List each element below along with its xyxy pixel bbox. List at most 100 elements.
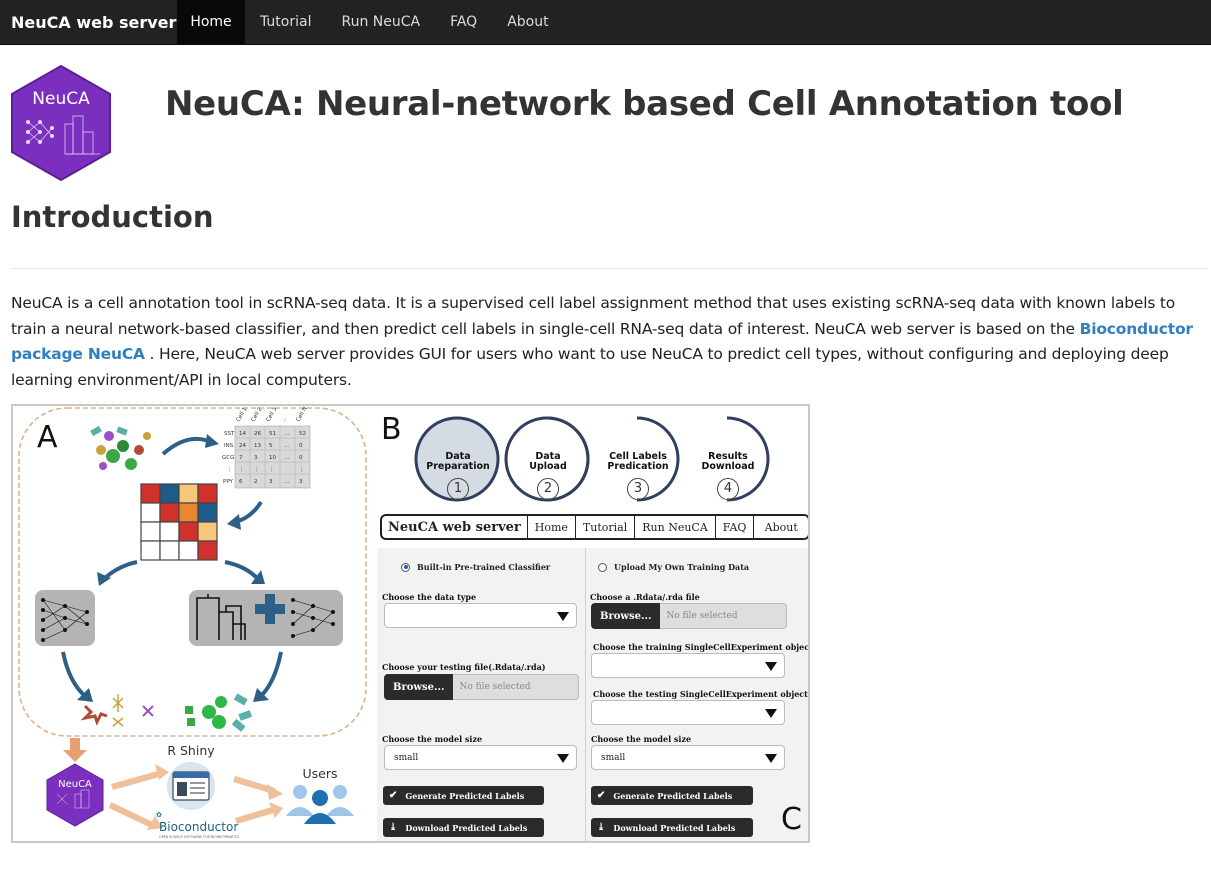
matrix-cell: ...	[284, 455, 289, 461]
model-size-select-right: small	[591, 745, 785, 770]
nav-about[interactable]: About	[507, 14, 549, 30]
neuca-logo: NeuCA	[11, 64, 111, 182]
testing-object-label: Choose the testing SingleCellExperiment …	[593, 689, 808, 699]
matrix-row-0: SST	[224, 431, 235, 437]
download-labels-button-right: ⤓Download Predicted Labels	[591, 818, 753, 837]
mini-nav-home: Home	[528, 516, 576, 538]
page-header: NeuCA NeuCA: Neural-network based Cell A…	[0, 45, 1211, 185]
matrix-col-0: Cell 1	[236, 407, 249, 423]
matrix-cell: 52	[299, 431, 306, 437]
matrix-cell: ⋮	[269, 467, 275, 473]
matrix-cell: 13	[254, 443, 261, 449]
download-labels-button: ⤓Download Predicted Labels	[383, 818, 544, 837]
cell-cluster-icon	[90, 425, 151, 470]
page-title: NeuCA: Neural-network based Cell Annotat…	[165, 84, 1124, 124]
model-size-select: small	[384, 745, 577, 770]
logo-small-text: NeuCA	[58, 779, 92, 790]
own-training-option: Upload My Own Training Data	[598, 562, 749, 572]
own-training-radio	[598, 562, 607, 572]
predicted-cells-icon	[80, 693, 253, 732]
introduction-heading: Introduction	[11, 200, 214, 234]
matrix-cell: 10	[269, 455, 276, 461]
testing-file-input: Browse... No file selected	[384, 674, 579, 700]
bioconductor-icon: ✿	[156, 811, 162, 819]
no-file-text: No file selected	[453, 674, 579, 700]
rshiny-label: R Shiny	[167, 743, 215, 758]
step-4-number: 4	[717, 478, 739, 500]
matrix-col-3: ...	[281, 415, 289, 423]
matrix-cell: 0	[299, 455, 303, 461]
matrix-row-3: ⋮	[227, 467, 233, 473]
panel-c-letter: C	[781, 802, 802, 837]
matrix-row-2: GCG	[222, 455, 234, 461]
matrix-cell: ⋮	[299, 467, 305, 473]
chevron-down-icon	[765, 662, 777, 671]
matrix-row-4: PPY	[223, 479, 234, 485]
matrix-row-1: INS	[224, 443, 234, 449]
generate-labels-button: ✔Generate Predicted Labels	[383, 786, 544, 805]
matrix-cell: 14	[239, 431, 246, 437]
logo-text: NeuCA	[32, 89, 90, 109]
matrix-col-1: Cell 2	[251, 407, 264, 423]
intro-paragraph: NeuCA is a cell annotation tool in scRNA…	[11, 291, 1206, 393]
label-grid	[140, 483, 218, 561]
matrix-cell: ...	[284, 443, 289, 449]
hierarchical-neural-network-icon	[189, 590, 343, 646]
nav-faq[interactable]: FAQ	[450, 14, 478, 30]
data-type-select	[384, 603, 577, 628]
browse-button: Browse...	[591, 603, 661, 629]
overview-figure: SST INS GCG ⋮ PPY Cell 1 Cell 2 Cell 3 .…	[11, 404, 810, 843]
neuca-logo-small: NeuCA	[46, 763, 104, 827]
users-icon	[286, 785, 354, 824]
generate-labels-button-right: ✔Generate Predicted Labels	[591, 786, 753, 805]
checkmark-icon: ✔	[597, 790, 606, 801]
intro-text-after: . Here, NeuCA web server provides GUI fo…	[11, 345, 1169, 389]
matrix-cell: 5	[269, 443, 273, 449]
matrix-cell: ...	[284, 431, 289, 437]
step-2-number: 2	[537, 478, 559, 500]
builtin-classifier-option: Built-in Pre-trained Classifier	[401, 562, 550, 572]
step-4-shape	[726, 416, 770, 502]
chevron-down-icon	[765, 709, 777, 718]
users-label: Users	[302, 766, 337, 781]
expression-matrix: SST INS GCG ⋮ PPY Cell 1 Cell 2 Cell 3 .…	[222, 406, 311, 489]
testing-file-label: Choose your testing file(.Rdata/.rda)	[382, 662, 546, 672]
data-type-label: Choose the data type	[382, 592, 477, 602]
matrix-cell: ⋮	[239, 467, 245, 473]
matrix-cell: ...	[284, 479, 289, 485]
steps-diagram	[414, 416, 770, 502]
nav-run-neuca[interactable]: Run NeuCA	[341, 14, 421, 30]
step-1-shape	[414, 416, 500, 502]
mini-nav-about: About	[764, 520, 798, 534]
matrix-cell: 7	[239, 455, 243, 461]
matrix-cell: 2	[254, 479, 258, 485]
bioconductor-tagline: OPEN SOURCE SOFTWARE FOR BIOINFORMATICS	[159, 835, 239, 839]
panel-b-letter: B	[381, 412, 402, 447]
matrix-cell: 3	[299, 479, 303, 485]
download-icon: ⤓	[389, 822, 398, 833]
section-divider	[11, 268, 1207, 269]
nav-home[interactable]: Home	[177, 0, 245, 44]
chevron-down-icon	[557, 612, 569, 621]
testing-object-select	[591, 700, 785, 725]
chevron-down-icon	[765, 754, 777, 763]
nav-tutorial[interactable]: Tutorial	[260, 14, 312, 30]
matrix-cell: 6	[239, 479, 243, 485]
matrix-cell: 0	[299, 443, 303, 449]
panel-a-letter: A	[37, 420, 58, 455]
training-object-select	[591, 653, 785, 678]
step-1-number: 1	[447, 478, 469, 500]
mini-nav-faq: FAQ	[716, 516, 755, 538]
matrix-cell: 51	[269, 431, 276, 437]
top-navbar: NeuCA web server Home Tutorial Run NeuCA…	[0, 0, 1211, 45]
matrix-cell: 24	[239, 443, 246, 449]
rshiny-browser-icon	[167, 762, 215, 810]
bioconductor-package-link[interactable]: Bioconductor package NeuCA	[11, 319, 1193, 364]
panel-a-workflow: SST INS GCG ⋮ PPY Cell 1 Cell 2 Cell 3 .…	[13, 406, 377, 841]
model-size-label-right: Choose the model size	[591, 734, 692, 744]
model-size-label: Choose the model size	[382, 734, 483, 744]
navbar-brand[interactable]: NeuCA web server	[11, 12, 177, 32]
